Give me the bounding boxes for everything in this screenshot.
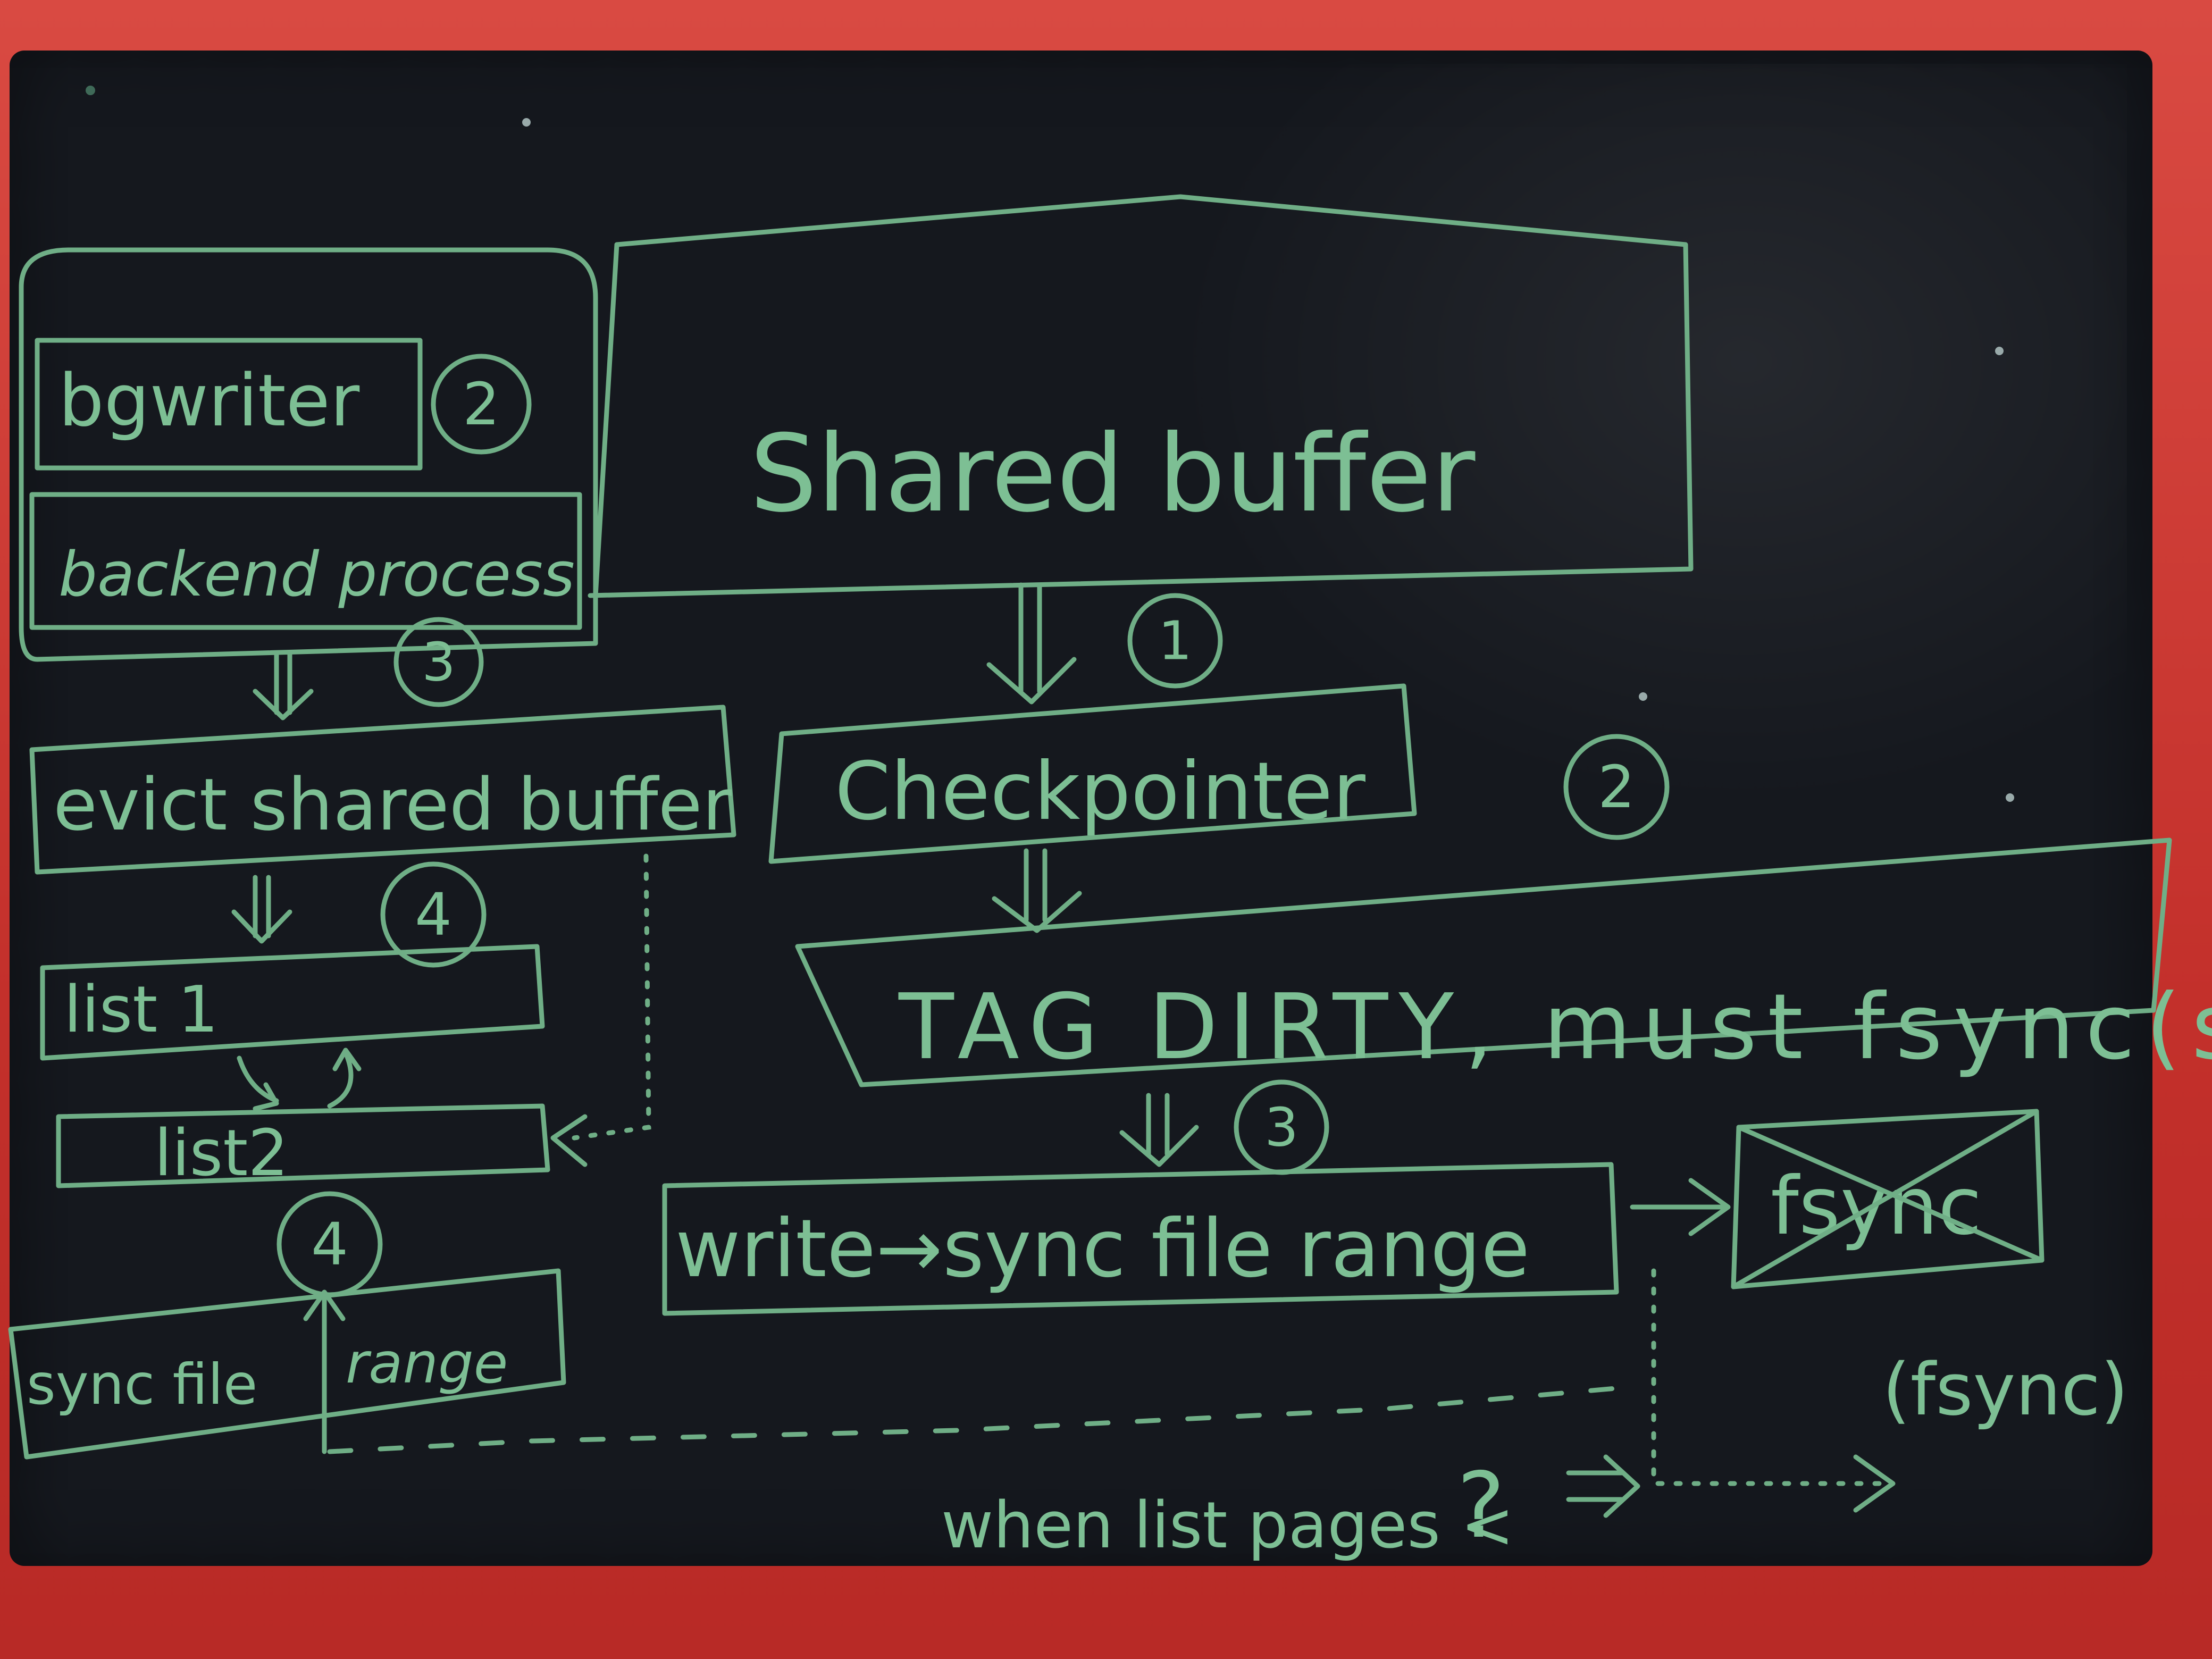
range-label: range [346,1331,508,1396]
writing-board [10,51,2152,1566]
arrow-shared-buffer-to-checkpointer [986,582,1077,705]
backend-process-label: backend process [58,539,575,610]
evict-shared-buffer-box [29,705,736,875]
process-group-box [19,247,598,662]
backend-process-box [29,492,582,630]
tag-dirty-step-circle [1563,734,1670,840]
arrow-checkpointer-to-tag-dirty [992,848,1082,933]
shared-buffer-box [588,194,1694,598]
sync-file-range-divider [303,1289,346,1454]
board-speck [1995,347,2004,355]
dashed-link-sync-file-range [327,1385,1624,1454]
evict-step-number: 4 [415,881,452,949]
list1-label: list 1 [64,973,219,1047]
bgwriter-box [35,338,423,471]
when-list-pages-label: when list pages < [941,1489,1514,1563]
evict-step-circle [380,861,487,968]
list1-list2-cycle-arrows [237,1048,362,1111]
checkpointer-box [768,683,1417,864]
list1-box [40,944,545,1061]
fsync-cross-mark [1731,1109,2045,1289]
backend-step-number: 3 [422,631,456,693]
bgwriter-step-number: 2 [463,370,500,438]
dotted-link-evict-to-list2 [572,853,651,1141]
checkpointer-step-circle [1127,593,1223,689]
tag-dirty-step-number: 2 [1598,753,1635,821]
shared-buffer-connector [593,242,619,598]
evict-shared-buffer-label: evict shared buffer [53,763,732,847]
write-step-number: 3 [1264,1096,1298,1159]
shared-buffer-label: Shared buffer [750,412,1476,536]
list2-label: list2 [154,1117,289,1191]
checkpointer-step-number: 1 [1158,610,1192,672]
tag-dirty-box [795,837,2172,1087]
list2-box [56,1103,550,1188]
arrow-write-to-fsync [1630,1178,1731,1236]
write-sync-file-range-box [662,1162,1619,1316]
arrow-to-fsync-paren [1853,1454,1896,1513]
checkpointer-label: Checkpointer [835,745,1365,838]
list2-step-number: 4 [311,1210,348,1278]
tag-dirty-label: TAG DIRTY, must fsync(s) [898,975,2212,1080]
backend-step-circle [393,617,484,707]
board-glare [1170,64,2127,808]
arrow-backend-to-evict [253,651,314,720]
arrow-evict-to-list1 [231,875,292,944]
arrow-into-list2 [550,1114,588,1167]
fsync-paren-label: (fsync) [1882,1348,2129,1431]
board-speck [2006,793,2014,802]
write-sync-file-range-label: write→sync file range [675,1203,1530,1295]
question-mark: ? [1457,1453,1505,1559]
dotted-link-write-to-fsync [1651,1268,1885,1486]
bgwriter-label: bgwriter [58,359,360,442]
board-speck [522,118,531,127]
sync-file-label: sync file [27,1352,257,1417]
arrow-condition-to-fsync [1566,1454,1640,1518]
bgwriter-step-circle [431,354,532,455]
arrow-tag-dirty-to-write [1119,1093,1199,1167]
board-speck [1639,692,1647,701]
board-speck [86,86,95,95]
sync-file-range-box [8,1268,566,1460]
